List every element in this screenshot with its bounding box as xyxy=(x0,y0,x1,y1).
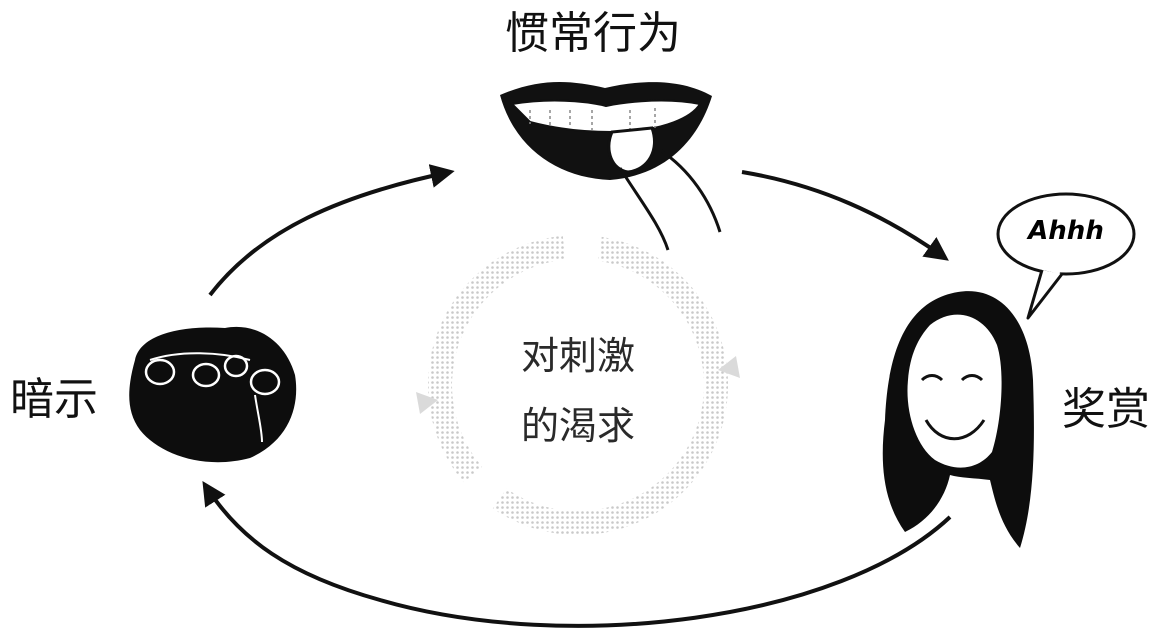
craving-label-line1: 对刺激 xyxy=(520,334,635,378)
center-cycle-ring xyxy=(416,235,740,535)
reward-label: 奖赏 xyxy=(1062,384,1150,435)
arrow-habit-to-reward xyxy=(741,170,949,261)
smiling-woman-icon xyxy=(882,291,1034,548)
clenched-fist-icon xyxy=(129,326,297,463)
arrow-reward-to-cue xyxy=(202,480,952,628)
arrow-cue-to-habit xyxy=(208,164,455,297)
cue-label: 暗示 xyxy=(10,374,98,425)
mouth-biting-finger-icon xyxy=(500,82,722,251)
speech-bubble xyxy=(996,192,1136,320)
craving-label-line2: 的渴求 xyxy=(520,404,635,448)
speech-bubble-text: Ahhh xyxy=(1028,216,1104,246)
habit-label: 惯常行为 xyxy=(505,8,681,59)
